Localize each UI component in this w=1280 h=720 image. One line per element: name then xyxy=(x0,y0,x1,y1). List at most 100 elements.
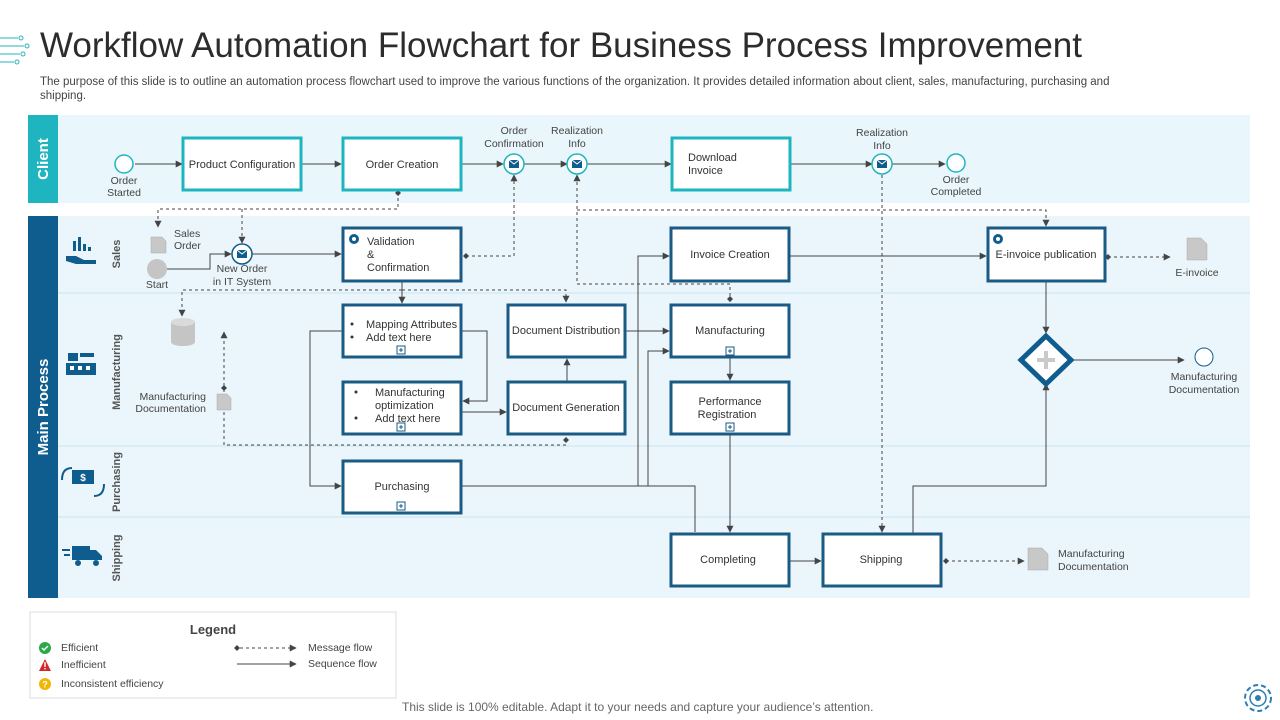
footer-note: This slide is 100% editable. Adapt it to… xyxy=(402,700,874,714)
msg-flow xyxy=(402,289,570,303)
envelope-icon xyxy=(876,159,888,168)
einvoice-publication-task[interactable] xyxy=(986,226,1107,283)
seq-flow xyxy=(461,330,488,405)
parallel-gateway[interactable] xyxy=(1017,332,1075,388)
invoice-creation-task[interactable] xyxy=(669,226,791,283)
order-completed-event[interactable] xyxy=(946,153,966,173)
seq-flow xyxy=(638,485,696,532)
msg-flow xyxy=(577,209,1050,227)
sales-order-document-icon xyxy=(150,236,167,254)
new-order-label: in IT System xyxy=(213,276,271,288)
sales-order-label: Order xyxy=(174,240,201,252)
msg-source-diamond xyxy=(221,385,227,391)
validation-label: Validation xyxy=(367,236,415,248)
shipping-truck-icon xyxy=(62,546,102,566)
mapping-bullet: Add text here xyxy=(366,332,431,344)
manufacturing-documentation-right-label: Manufacturing xyxy=(1171,371,1238,383)
document-generation-task[interactable] xyxy=(506,380,627,436)
legend-sequence-flow: Sequence flow xyxy=(308,658,377,670)
realization-info-label: Realization xyxy=(856,127,908,139)
plus-icon xyxy=(1037,351,1055,369)
completing-task[interactable] xyxy=(669,532,791,588)
shipping-task[interactable] xyxy=(821,532,943,588)
optimization-bullet: optimization xyxy=(375,400,434,412)
product-configuration-task[interactable] xyxy=(181,136,303,192)
manufacturing-label: Manufacturing xyxy=(695,325,765,337)
bullet-icon xyxy=(354,416,358,420)
msg-flow xyxy=(573,174,731,302)
sales-hand-chart-icon xyxy=(66,237,96,264)
download-invoice-label: Invoice xyxy=(688,165,723,177)
msg-flow xyxy=(466,174,518,257)
shipping-document-icon xyxy=(1027,547,1049,571)
inefficient-warning-icon xyxy=(39,659,51,671)
realization-info-label: Realization xyxy=(551,125,603,137)
expand-plus-icon[interactable] xyxy=(396,422,406,432)
document-generation-label: Document Generation xyxy=(512,402,620,414)
validation-confirmation-task[interactable] xyxy=(341,226,463,283)
legend-efficient: Efficient xyxy=(61,642,98,654)
expand-plus-icon[interactable] xyxy=(396,501,406,511)
manufacturing-documentation-right-label: Documentation xyxy=(1169,384,1240,396)
optimization-bullet: Add text here xyxy=(375,413,440,425)
main-lane-label: Main Process xyxy=(35,359,52,456)
product-configuration-label: Product Configuration xyxy=(189,159,295,171)
msg-source-diamond xyxy=(463,253,469,259)
main-lane-header xyxy=(28,216,58,598)
manufacturing-documentation-left-label: Manufacturing xyxy=(139,391,206,403)
order-started-event[interactable] xyxy=(114,154,134,174)
legend-title: Legend xyxy=(190,622,236,637)
efficient-check-icon xyxy=(39,642,51,654)
bullet-icon xyxy=(350,322,354,326)
document-distribution-task[interactable] xyxy=(506,303,627,359)
client-lane-header xyxy=(28,115,58,203)
seq-flow xyxy=(309,330,342,490)
bullet-icon xyxy=(354,390,358,394)
manufacturing-documentation-left-label: Documentation xyxy=(135,403,206,415)
performance-registration-label: Performance xyxy=(699,396,762,408)
order-completed-label: Completed xyxy=(931,186,982,198)
start-event[interactable] xyxy=(147,259,167,279)
legend-message-flow: Message flow xyxy=(308,642,373,654)
database-icon xyxy=(171,318,195,346)
client-lane-label: Client xyxy=(35,138,52,180)
manufacturing-factory-icon xyxy=(66,353,96,375)
realization-info-label: Info xyxy=(873,140,891,152)
completing-label: Completing xyxy=(700,554,756,566)
expand-plus-icon[interactable] xyxy=(725,346,735,356)
order-completed-label: Order xyxy=(943,174,970,186)
legend-box xyxy=(29,611,397,699)
page-subtitle: The purpose of this slide is to outline … xyxy=(40,76,1110,102)
start-label: Start xyxy=(146,279,168,291)
manufacturing-document-icon xyxy=(216,393,232,411)
seq-flow xyxy=(647,347,670,486)
svg-text:?: ? xyxy=(42,680,48,690)
sales-order-label: Sales xyxy=(174,228,200,240)
order-confirmation-label: Confirmation xyxy=(484,138,544,150)
msg-source-diamond xyxy=(943,558,949,564)
settings-gear-icon xyxy=(1244,684,1272,712)
bullet-icon xyxy=(350,335,354,339)
legend-message-flow-line xyxy=(234,644,297,652)
einvoice-document-icon xyxy=(1186,237,1208,261)
envelope-icon xyxy=(236,249,248,258)
end-event[interactable] xyxy=(1194,347,1214,367)
legend-inconsistent: Inconsistent efficiency xyxy=(61,678,164,690)
envelope-icon xyxy=(508,159,520,168)
expand-plus-icon[interactable] xyxy=(396,345,406,355)
gear-icon xyxy=(993,234,1003,244)
order-creation-task[interactable] xyxy=(341,136,463,192)
purchasing-money-exchange-icon: $ xyxy=(61,467,105,497)
purchasing-label: Purchasing xyxy=(374,481,429,493)
seq-flow xyxy=(167,250,232,270)
envelope-icon xyxy=(571,159,583,168)
purchasing-lane-label: Purchasing xyxy=(111,452,123,512)
order-confirmation-label: Order xyxy=(501,125,528,137)
msg-source-diamond xyxy=(563,437,569,443)
performance-registration-label: Registration xyxy=(698,409,757,421)
expand-plus-icon[interactable] xyxy=(725,422,735,432)
sales-lane-label: Sales xyxy=(111,240,123,269)
invoice-creation-label: Invoice Creation xyxy=(690,249,770,261)
download-invoice-task[interactable] xyxy=(670,136,792,192)
